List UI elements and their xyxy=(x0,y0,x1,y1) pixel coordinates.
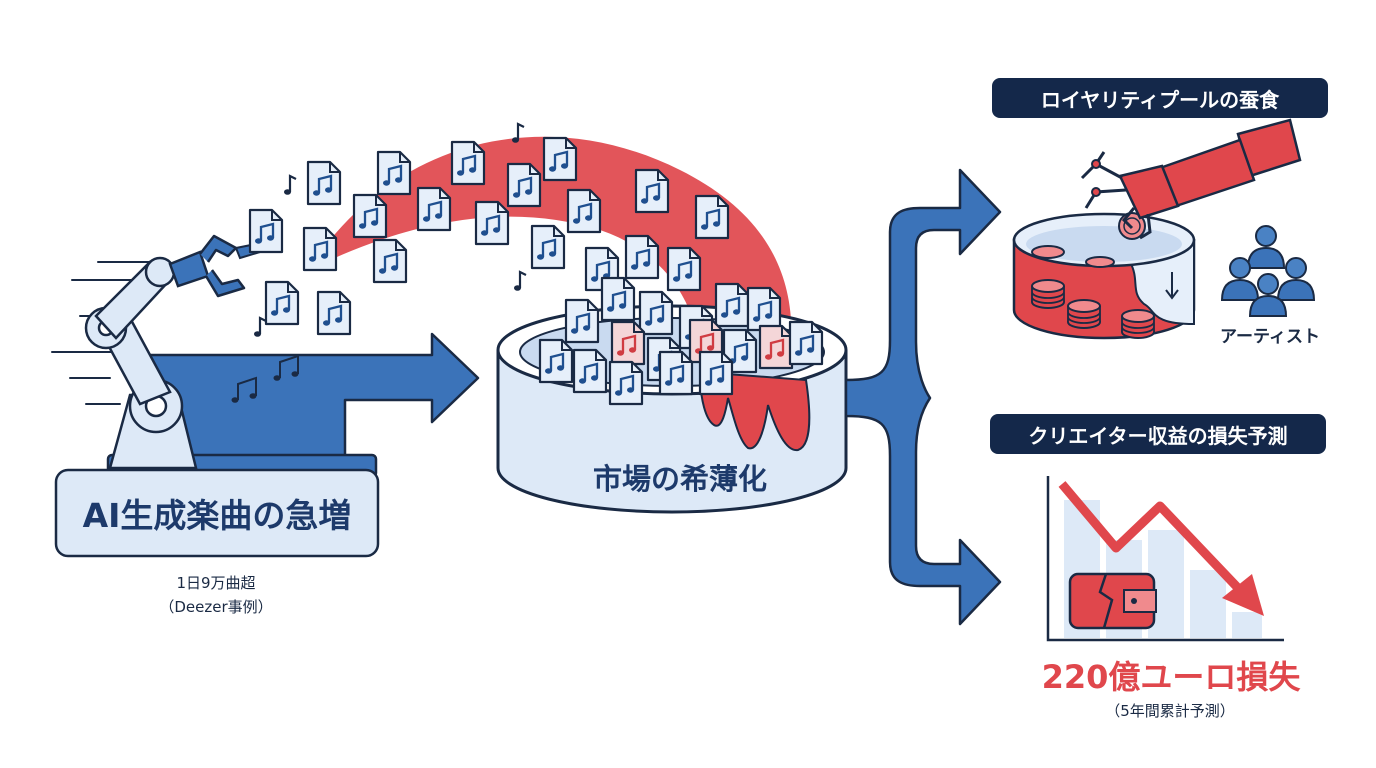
fork-arrow-icon xyxy=(844,168,1002,626)
speed-lines-icon xyxy=(51,261,151,405)
royalty-title-pill: ロイヤリティプールの蚕食 xyxy=(992,78,1328,118)
stat-note: （Deezer事例） xyxy=(159,598,273,616)
broken-wallet-icon xyxy=(1068,572,1157,630)
stat-text: 1日9万曲超 xyxy=(176,574,256,592)
market-label: 市場の希薄化 xyxy=(592,462,767,496)
loss-note: （5年間累計予測） xyxy=(1105,702,1235,720)
loss-amount: 220億ユーロ損失 xyxy=(1041,658,1301,696)
creator-loss-pill: クリエイター収益の損失予測 xyxy=(990,414,1326,454)
royalty-pool-icon xyxy=(1012,212,1196,340)
robot-hand-icon xyxy=(1080,118,1302,240)
main-label-box xyxy=(54,468,380,558)
artists-group-icon xyxy=(1221,225,1315,317)
main-title: AI生成楽曲の急増 xyxy=(82,496,352,535)
music-note-icon xyxy=(231,122,528,403)
artists-label: アーティスト xyxy=(1220,327,1320,347)
